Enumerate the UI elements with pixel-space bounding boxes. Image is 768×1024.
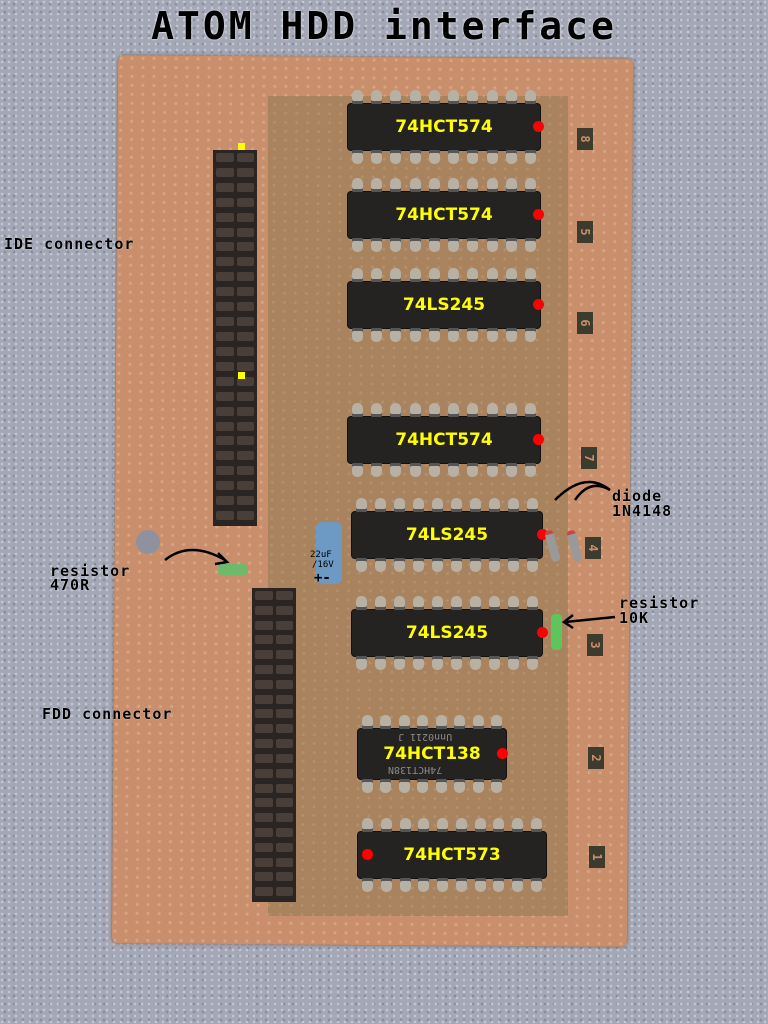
pin1-dot <box>533 121 544 132</box>
chip-5: 74LS245 <box>352 498 548 572</box>
ide-connector <box>213 150 257 526</box>
resistor-470r-value: 470R <box>50 576 91 594</box>
diode-label: diode <box>612 487 663 505</box>
resistor-470r <box>218 564 248 575</box>
pin1-dot <box>497 748 508 759</box>
chip-label: 74LS245 <box>402 295 486 315</box>
chip-label: 74HCT138 <box>383 744 481 764</box>
page-title: ATOM HDD interface <box>151 4 617 48</box>
chip-3: 74LS245 <box>348 268 544 342</box>
resistor-10k-value: 10K <box>619 609 650 627</box>
chip-8: 74HCT573 <box>358 818 546 892</box>
mounting-hole <box>136 530 160 554</box>
arrow-resistor-10k <box>564 615 616 624</box>
fdd-connector <box>252 588 296 902</box>
pin1-dot <box>533 299 544 310</box>
diode-value: 1N4148 <box>612 502 673 520</box>
arrow-resistor-470r <box>164 548 226 562</box>
pin1-dot <box>533 209 544 220</box>
capacitor <box>316 522 342 584</box>
chip-label: 74HCT574 <box>395 205 493 225</box>
chip-6: 74LS245 <box>352 596 548 670</box>
chip-2: 74HCT574 <box>348 178 544 252</box>
pin1-marker <box>238 143 245 150</box>
pin1-dot <box>537 627 548 638</box>
resistor-470r-label: resistor <box>50 562 131 580</box>
capacitor-polarity: +- <box>314 570 331 586</box>
resistor-10k <box>551 614 562 650</box>
chip-label: 74LS245 <box>405 525 489 545</box>
chip-label: 74HCT574 <box>395 117 493 137</box>
key-marker <box>238 372 245 379</box>
pin1-dot <box>537 529 548 540</box>
chip-label: 74HCT573 <box>403 845 501 865</box>
capacitor-value: 22uF <box>310 550 332 560</box>
chip-label: 74HCT574 <box>395 430 493 450</box>
fdd-connector-label: FDD connector <box>42 705 173 723</box>
capacitor-voltage: /16V <box>312 560 334 570</box>
chip-label: 74LS245 <box>405 623 489 643</box>
chip-1: 74HCT574 <box>348 90 544 164</box>
ide-connector-label: IDE connector <box>4 235 135 253</box>
pin1-dot <box>362 849 373 860</box>
chip-4: 74HCT574 <box>348 403 544 477</box>
chip-7: Unn0211 J 74HCT138N 74HCT138 <box>358 715 508 793</box>
pin1-dot <box>533 434 544 445</box>
resistor-10k-label: resistor <box>619 594 700 612</box>
